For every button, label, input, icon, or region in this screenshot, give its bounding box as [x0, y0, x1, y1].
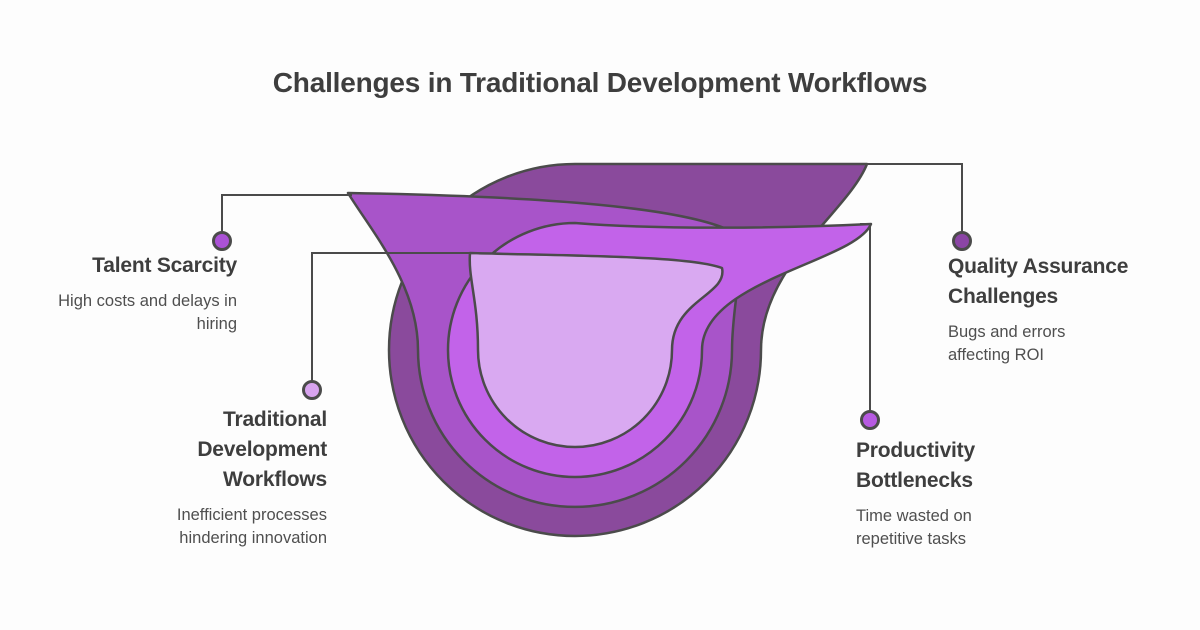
callout-title: Productivity Bottlenecks: [856, 436, 1096, 496]
callout-title-line: Productivity: [856, 439, 975, 462]
callout-title-line: Bottlenecks: [856, 469, 973, 492]
dot-quality-assurance: [952, 231, 972, 251]
callout-title: Traditional Development Workflows: [67, 405, 327, 495]
callout-productivity: Productivity Bottlenecks Time wasted on …: [856, 436, 1096, 551]
callout-title-line: Traditional: [223, 408, 327, 431]
callout-title: Talent Scarcity: [0, 251, 237, 281]
dot-productivity: [860, 410, 880, 430]
funnel-layer-traditional-workflows: [468, 251, 724, 449]
callout-description: Time wasted on repetitive tasks: [856, 505, 1096, 551]
callout-desc-line: affecting ROI: [948, 346, 1044, 364]
callout-desc-line: hindering innovation: [179, 529, 327, 547]
page-title: Challenges in Traditional Development Wo…: [272, 67, 928, 98]
callout-desc-line: High costs and delays in: [58, 292, 237, 310]
callout-desc-line: Inefficient processes: [176, 506, 327, 524]
connector-quality-assurance: [866, 163, 963, 240]
callout-description: High costs and delays in hiring: [0, 290, 237, 336]
callout-desc-line: hiring: [196, 315, 237, 333]
callout-title-line: Quality Assurance: [948, 255, 1129, 278]
callout-title: Quality Assurance Challenges: [948, 252, 1188, 312]
callout-quality-assurance: Quality Assurance Challenges Bugs and er…: [948, 252, 1188, 367]
callout-title-line: Challenges: [948, 285, 1059, 308]
callout-desc-line: Bugs and errors: [948, 323, 1066, 341]
connector-productivity: [860, 223, 871, 420]
dot-traditional-workflows: [302, 380, 322, 400]
callout-title-line: Talent Scarcity: [92, 254, 237, 277]
connector-talent-scarcity: [221, 194, 352, 240]
connector-traditional-workflows: [311, 252, 472, 390]
callout-title-line: Workflows: [223, 468, 327, 491]
callout-description: Bugs and errors affecting ROI: [948, 321, 1188, 367]
callout-title-line: Development: [197, 438, 327, 461]
callout-desc-line: repetitive tasks: [856, 530, 967, 548]
callout-talent-scarcity: Talent Scarcity High costs and delays in…: [0, 251, 237, 336]
callout-desc-line: Time wasted on: [856, 507, 972, 525]
callout-traditional-workflows: Traditional Development Workflows Ineffi…: [67, 405, 327, 550]
callout-description: Inefficient processes hindering innovati…: [67, 504, 327, 550]
dot-talent-scarcity: [212, 231, 232, 251]
